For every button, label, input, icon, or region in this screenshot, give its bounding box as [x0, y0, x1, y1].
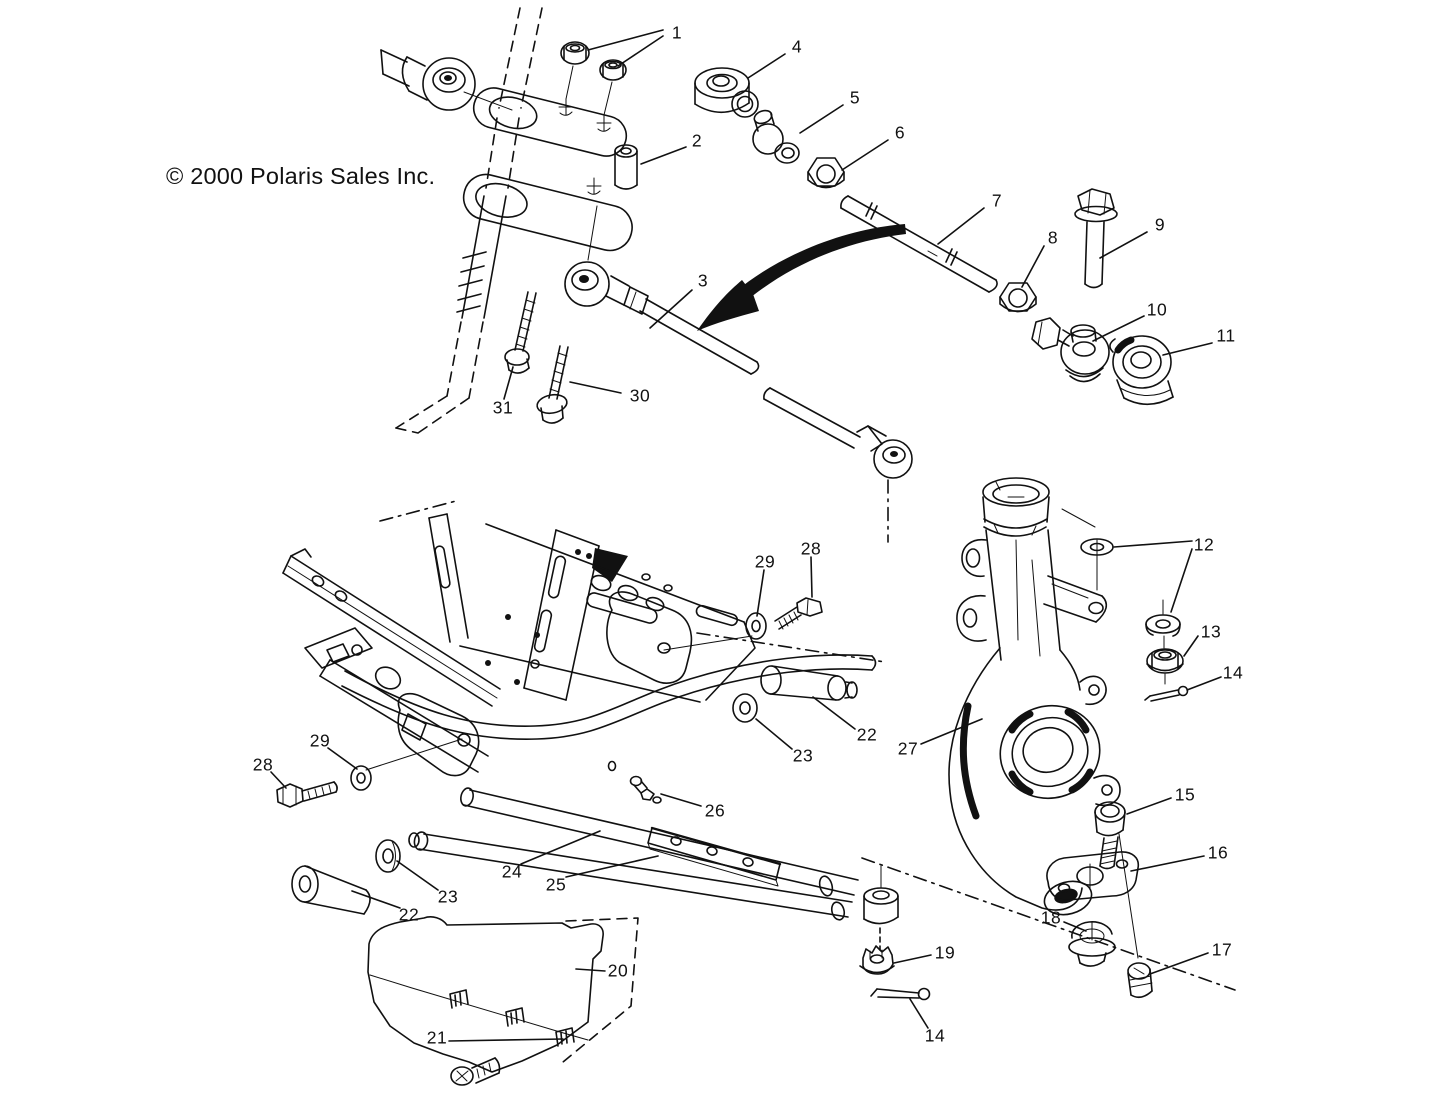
callout-25: 25 [545, 874, 567, 895]
callout-28-left: 28 [252, 754, 274, 775]
callout-22-right: 22 [856, 724, 878, 745]
callout-14-bottom: 14 [924, 1025, 946, 1046]
tie-rod-drawing [564, 261, 913, 543]
callout-5: 5 [849, 87, 861, 108]
callout-3: 3 [697, 270, 709, 291]
callout-9: 9 [1154, 214, 1166, 235]
callout-1: 1 [671, 22, 683, 43]
callout-10: 10 [1146, 299, 1168, 320]
callout-23-left: 23 [437, 886, 459, 907]
mount-bolts-drawing [504, 291, 569, 424]
knuckle-drawing [948, 477, 1189, 916]
callout-18: 18 [1040, 907, 1062, 928]
callout-19: 19 [934, 942, 956, 963]
callout-16: 16 [1207, 842, 1229, 863]
callout-29-right: 29 [754, 551, 776, 572]
callout-15: 15 [1174, 784, 1196, 805]
a-arm-drawing [276, 597, 931, 1001]
frame-drawing [282, 500, 886, 777]
callout-31: 31 [492, 397, 514, 418]
direction-arrow [697, 224, 906, 331]
callout-13: 13 [1200, 621, 1222, 642]
steering-post-drawing [380, 7, 638, 434]
callout-12: 12 [1193, 534, 1215, 555]
nut-pair-drawing [560, 41, 627, 81]
callout-4: 4 [791, 36, 803, 57]
callout-28-right: 28 [800, 538, 822, 559]
callout-23-right: 23 [792, 745, 814, 766]
callout-29-left: 29 [309, 730, 331, 751]
callout-21: 21 [426, 1027, 448, 1048]
callout-14-right: 14 [1222, 662, 1244, 683]
callout-17: 17 [1211, 939, 1233, 960]
callout-11: 11 [1216, 325, 1236, 346]
callout-26: 26 [704, 800, 726, 821]
tie-rod-hardware-drawing [694, 67, 1174, 406]
callout-27: 27 [897, 738, 919, 759]
callout-24: 24 [501, 861, 523, 882]
guard-drawing [367, 916, 639, 1086]
callout-7: 7 [991, 190, 1003, 211]
balljoint-hardware-drawing [861, 801, 1236, 999]
callout-8: 8 [1047, 227, 1059, 248]
callout-2: 2 [691, 130, 703, 151]
copyright-notice: © 2000 Polaris Sales Inc. [166, 163, 436, 189]
callout-6: 6 [894, 122, 906, 143]
callout-22-left: 22 [398, 904, 420, 925]
callout-30: 30 [629, 385, 651, 406]
callout-20: 20 [607, 960, 629, 981]
leader-lines [270, 29, 1222, 1042]
